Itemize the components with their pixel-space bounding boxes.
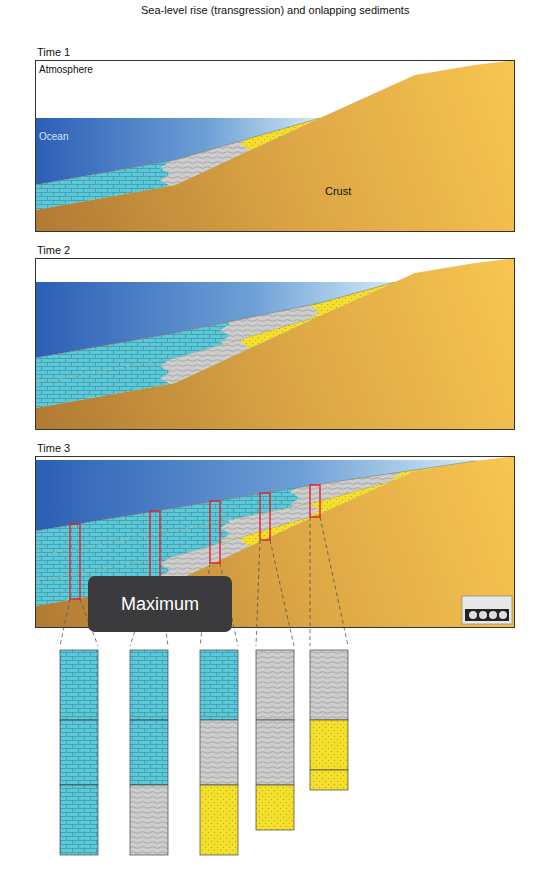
tooltip-text: Maximum (121, 594, 199, 615)
tooltip-box: Maximum (88, 576, 232, 632)
bedding-line (35, 461, 475, 531)
shale (35, 258, 250, 430)
license-badge (462, 596, 512, 624)
sample-column (150, 511, 160, 585)
stratigraphic-column (130, 785, 168, 855)
sediment-package (35, 60, 515, 232)
sandstone (35, 258, 515, 430)
stratigraphic-column (310, 650, 348, 720)
limestone (35, 60, 170, 232)
panel-frame (36, 61, 515, 232)
stratigraphic-column (256, 650, 294, 720)
stratigraphic-column (60, 720, 98, 785)
sample-column (260, 493, 270, 540)
leader-line (60, 599, 70, 646)
sediment-package (35, 258, 515, 430)
leader-line (256, 540, 260, 646)
sample-column (310, 485, 320, 517)
license-icon (499, 611, 507, 619)
shale (35, 60, 250, 232)
stratigraphic-column (310, 770, 348, 790)
stratigraphic-column (60, 785, 98, 855)
stratigraphic-column (200, 650, 238, 720)
crust-label: Crust (325, 185, 351, 198)
bedding-line (35, 282, 395, 358)
panel-frame (36, 259, 515, 430)
time-1-section (35, 60, 515, 232)
bedding-line (35, 118, 320, 185)
crust (35, 60, 515, 232)
sandstone (35, 258, 515, 430)
sediment-package (35, 258, 515, 430)
shale (35, 456, 320, 628)
license-icon (469, 611, 477, 619)
license-icon (479, 611, 487, 619)
time-2-section (35, 258, 515, 430)
leader-line (270, 540, 294, 646)
shale (35, 258, 320, 430)
leader-line (310, 517, 311, 646)
stratigraphic-column (310, 720, 348, 770)
crust (35, 258, 515, 430)
time-label: Time 2 (37, 244, 70, 257)
stratigraphic-column (200, 720, 238, 785)
atmosphere (35, 258, 515, 430)
sample-column (70, 524, 80, 599)
atmosphere (35, 60, 515, 232)
atmosphere-label: Atmosphere (39, 64, 93, 76)
license-badge (465, 609, 509, 621)
limestone (35, 258, 230, 430)
time-label: Time 3 (37, 442, 70, 455)
diagram-title: Sea-level rise (transgression) and onlap… (141, 4, 409, 17)
ocean-label: Ocean (39, 131, 68, 143)
stratigraphic-column (130, 720, 168, 785)
stratigraphic-column (200, 785, 238, 855)
stratigraphic-column (256, 785, 294, 830)
stratigraphic-column (130, 650, 168, 720)
stratigraphic-column (60, 650, 98, 720)
sample-column (210, 501, 220, 563)
time-label: Time 1 (37, 46, 70, 59)
leader-line (320, 517, 348, 646)
license-icon (489, 611, 497, 619)
stratigraphic-column (256, 720, 294, 785)
sandstone (35, 60, 515, 232)
